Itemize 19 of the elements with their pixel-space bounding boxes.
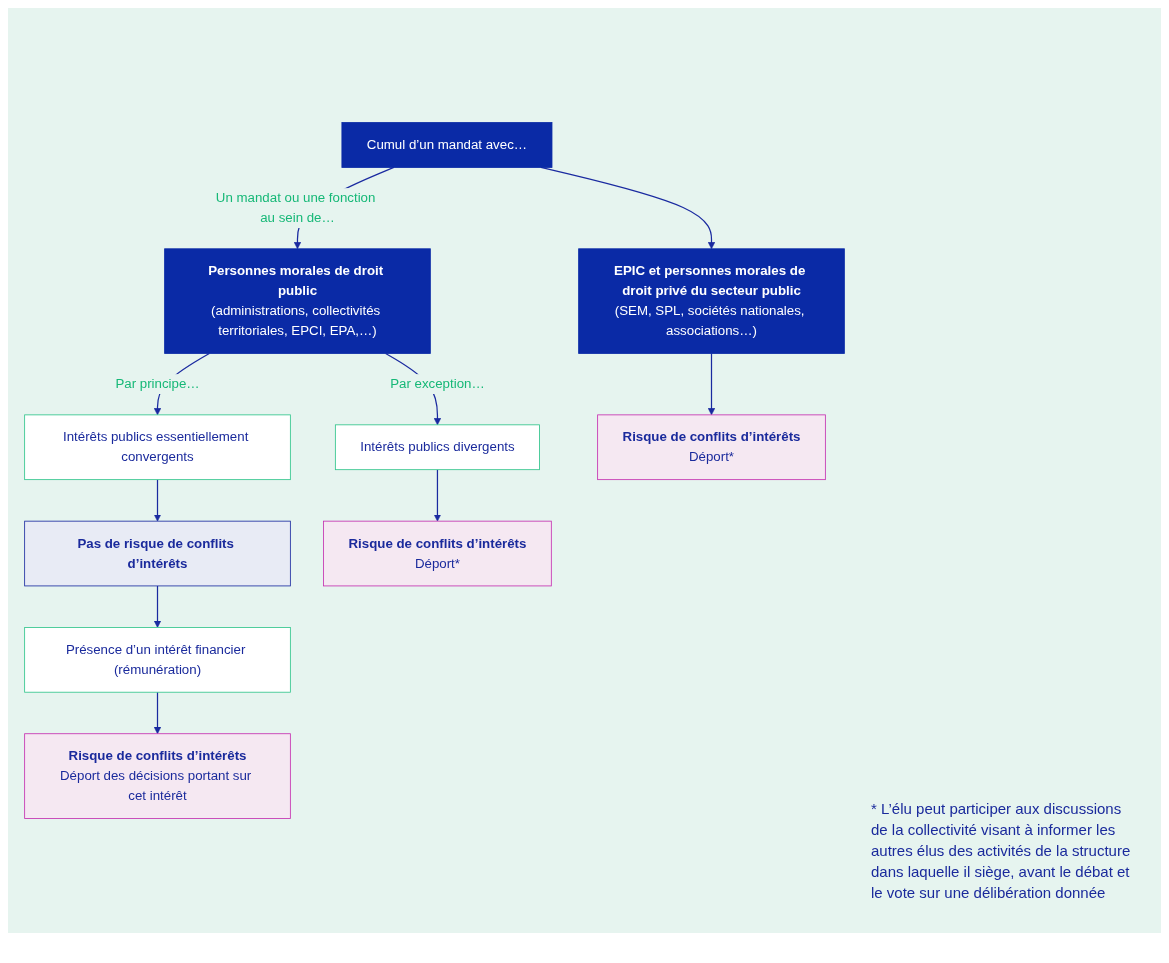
node-box: Risque de conflits d’intérêts Déport des décisions portant sur cet intérêt [24, 733, 291, 819]
node-box: Personnes morales de droit public (administrations, collectivités territoriales, EPCI, EPA,…) [164, 248, 431, 354]
edge-label: Par principe… [115, 376, 200, 391]
footnote: * L’élu peut participer aux discussions de la collectivité visant à informer les autres élus des activités de la structure dans laquelle il siège, avant le débat et le vote sur une délibération donnée [871, 799, 1131, 903]
arrow [153, 585, 162, 628]
arrow [707, 352, 716, 416]
arrow [433, 469, 442, 522]
node-box: Risque de conflits d’intérêts Déport* [323, 520, 552, 587]
arrow [153, 479, 162, 522]
edge-label: Par exception… [390, 376, 485, 391]
edge-label: Un mandat ou une fonction au sein de… [215, 190, 376, 225]
node-box: Présence d’un intérêt financier (rémunération) [24, 627, 291, 693]
node-box: Pas de risque de conflits d’intérêts [24, 520, 291, 587]
node-box: Risque de conflits d’intérêts Déport* [597, 414, 826, 481]
node-box: Cumul d’un mandat avec… [341, 122, 553, 168]
node-box: Intérêts publics divergents [334, 424, 540, 471]
node-box: EPIC et personnes morales de droit privé du secteur public (SEM, SPL, sociétés nationales, associations…) [578, 248, 845, 354]
arrow [153, 691, 162, 735]
node-box: Intérêts publics essentiellement convergents [24, 414, 291, 481]
